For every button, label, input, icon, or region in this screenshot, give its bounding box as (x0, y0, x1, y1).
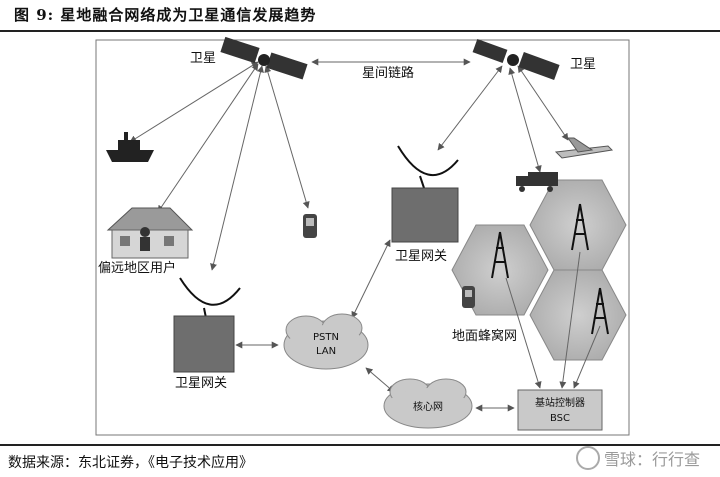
ship-icon (106, 132, 154, 162)
hex-cell (451, 224, 549, 316)
phone-icon (462, 286, 475, 308)
figure-source: 数据来源：东北证券，《电子技术应用》 (8, 455, 253, 471)
hex-cell (529, 269, 627, 361)
pstn-label-line1: PSTN (313, 332, 339, 343)
watermark-text: 雪球：行行查 (603, 450, 700, 469)
cell-tower-icon (491, 231, 509, 279)
gateway-bottom-label: 卫星网关 (175, 376, 227, 391)
inter-satellite-link-label: 星间链路 (362, 65, 414, 81)
gateway-top-icon (391, 145, 459, 243)
watermark: 雪球：行行查 (575, 446, 700, 470)
link-pstn-core (365, 367, 395, 393)
link-tower-bsc (505, 277, 542, 389)
snowball-logo-icon (575, 446, 600, 470)
core-network-cloud (383, 378, 473, 429)
link-satellite-gateway-bottom (210, 65, 264, 271)
cell-tower-icon (591, 287, 609, 335)
pstn-label-line2: LAN (316, 346, 336, 357)
link-satellite-plane (517, 65, 569, 141)
link-tower-bsc (573, 325, 601, 389)
core-network-label: 核心网 (413, 400, 443, 413)
remote-users-label: 偏远地区用户 (98, 260, 176, 276)
airplane-icon (554, 137, 614, 159)
bsc-label-line2: BSC (550, 413, 570, 424)
link-satellite-phone (264, 65, 310, 209)
truck-icon (516, 172, 558, 192)
satellite-left-label: 卫星 (190, 51, 216, 66)
satellite-right-icon (472, 38, 560, 81)
gateway-top-label: 卫星网关 (395, 249, 447, 264)
bsc-box (517, 389, 603, 431)
phone-icon (303, 214, 317, 238)
links (129, 58, 601, 412)
cell-tower-icon (571, 203, 589, 251)
link-tower-bsc (559, 251, 581, 389)
link-gateway-pstn (351, 239, 391, 319)
satellite-right-label: 卫星 (570, 57, 596, 72)
bsc-label-line1: 基站控制器 (535, 396, 585, 409)
figure-title: 图 9: 星地融合网络成为卫星通信发展趋势 (14, 6, 317, 24)
gateway-bottom-icon (173, 277, 241, 373)
cellular-network-label: 地面蜂窝网 (452, 328, 517, 344)
top-rule (0, 30, 720, 32)
link-satellite-gateway-top (437, 65, 503, 151)
house-icon (106, 207, 194, 259)
bottom-rule (0, 444, 720, 446)
cellular-hex-cells (451, 179, 627, 361)
pstn-lan-cloud (283, 313, 369, 370)
satellite-left-icon (220, 36, 308, 80)
